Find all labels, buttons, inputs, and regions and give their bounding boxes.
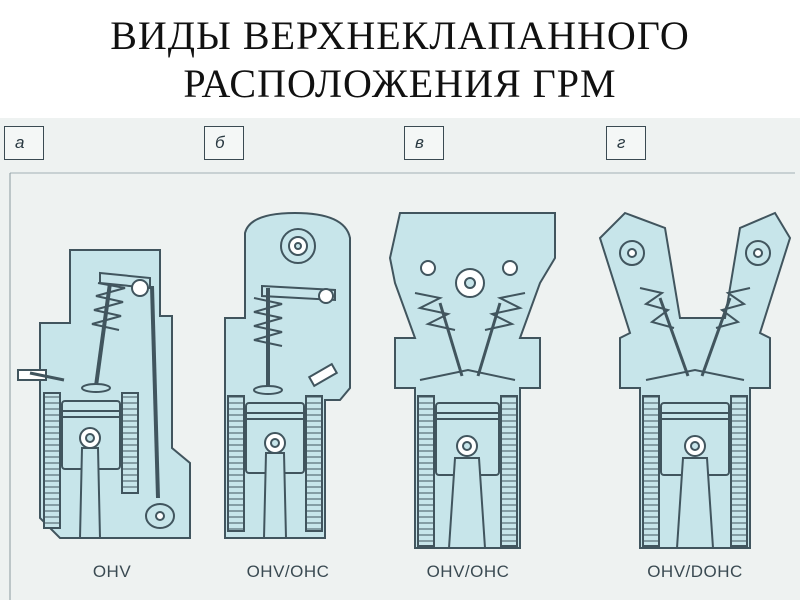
title-line-1: ВИДЫ ВЕРХНЕКЛАПАННОГО — [110, 13, 690, 58]
title-line-2: РАСПОЛОЖЕНИЯ ГРМ — [183, 61, 617, 106]
engine-ohv — [17, 249, 191, 539]
panel-letter-v: в — [404, 126, 444, 160]
caption-ohv-dohc: OHV/DOHC — [647, 562, 743, 581]
caption-ohv-ohc-1: OHV/OHC — [246, 562, 330, 581]
engine-diagrams — [9, 172, 795, 600]
panel-letter-b: б — [204, 126, 244, 160]
panel-letter-g: г — [606, 126, 646, 160]
page-title: ВИДЫ ВЕРХНЕКЛАПАННОГО РАСПОЛОЖЕНИЯ ГРМ — [0, 12, 800, 108]
engine-ohc-twin-valve — [388, 212, 556, 549]
engine-ohc — [224, 211, 351, 539]
caption-ohv: OHV — [92, 562, 132, 581]
valvetrain-figure: а б в г OHV OHV/OHC OHV/OHC OHV/DOHC — [0, 118, 800, 600]
engine-dohc — [598, 211, 792, 549]
panel-letter-a: а — [4, 126, 44, 160]
caption-ohv-ohc-2: OHV/OHC — [426, 562, 510, 581]
